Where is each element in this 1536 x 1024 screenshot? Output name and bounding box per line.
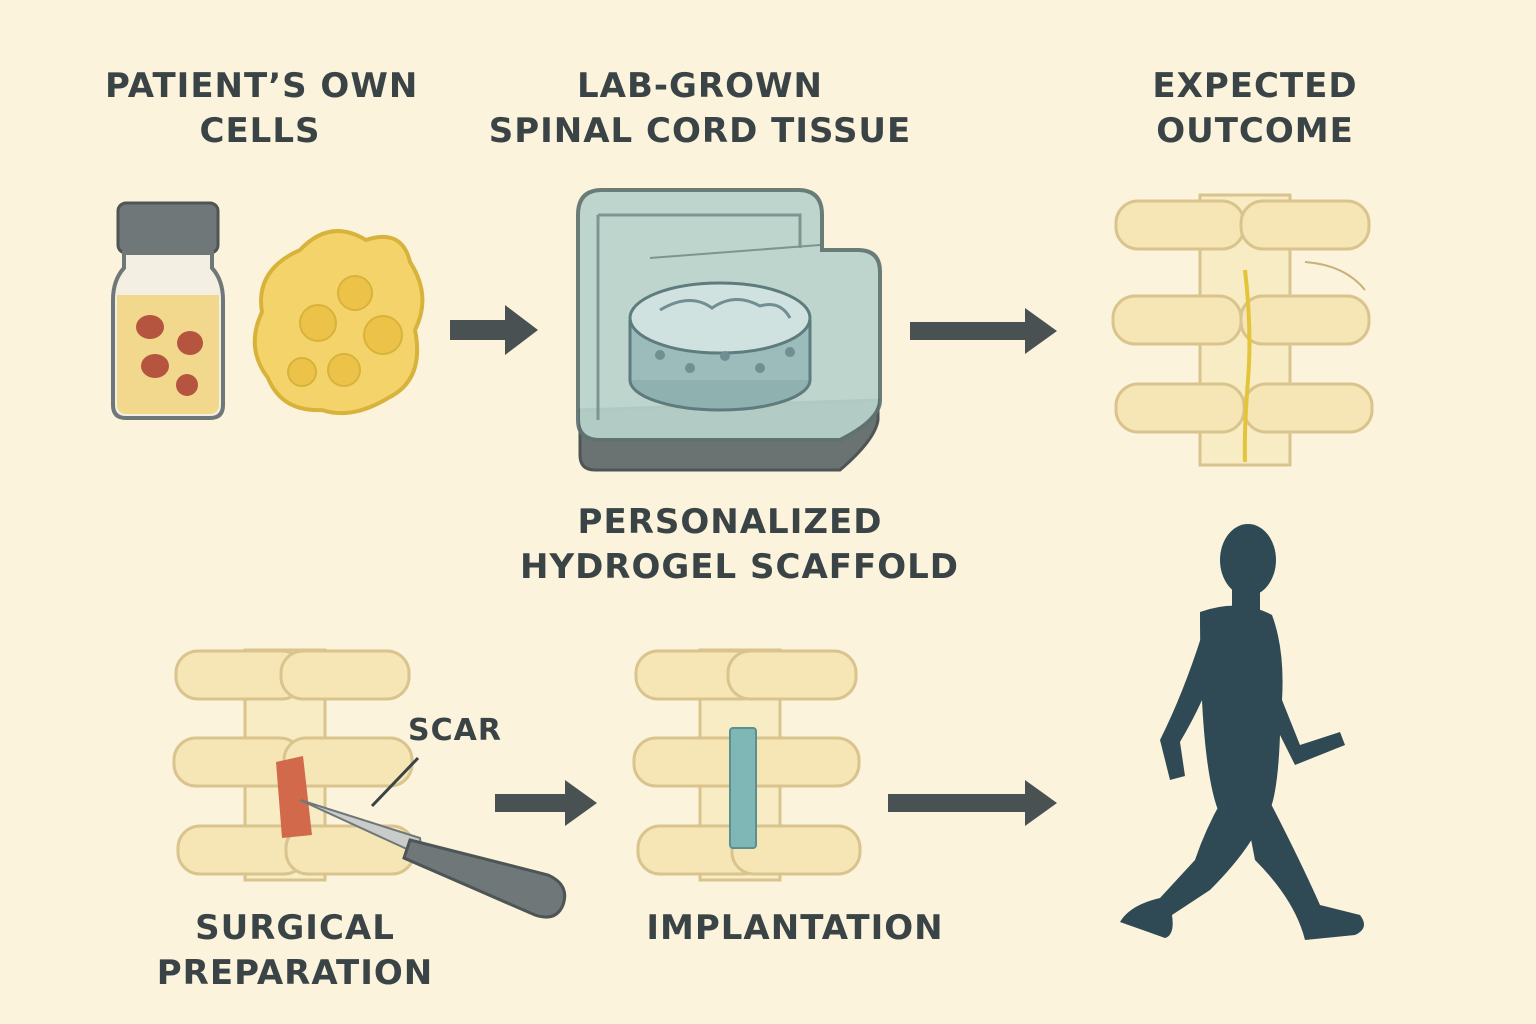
arrow-icon bbox=[495, 780, 597, 826]
arrow-icon bbox=[910, 308, 1057, 354]
implantation-text: IMPLANTATION bbox=[646, 908, 944, 948]
scar-label: SCAR bbox=[405, 708, 505, 753]
implant-mark bbox=[729, 727, 757, 849]
surgical-prep-line2: PREPARATION bbox=[156, 953, 434, 993]
vial-icon bbox=[111, 201, 225, 420]
spine-icon bbox=[1111, 193, 1374, 467]
spine-icon bbox=[632, 648, 862, 882]
scaffold-label: PERSONALIZED HYDROGEL SCAFFOLD bbox=[520, 500, 960, 590]
walking-person-icon bbox=[1120, 524, 1364, 940]
surgical-prep-line1: SURGICAL bbox=[195, 908, 395, 948]
expected-outcome-line2: OUTCOME bbox=[1156, 111, 1354, 151]
hydrogel-box-icon bbox=[576, 188, 882, 472]
arrow-icon bbox=[888, 780, 1057, 826]
scalpel-icon bbox=[299, 799, 567, 919]
spine-icon bbox=[172, 648, 420, 882]
scar-mark bbox=[276, 756, 312, 838]
surgical-prep-label: SURGICAL PREPARATION bbox=[150, 906, 440, 996]
implantation-label: IMPLANTATION bbox=[640, 906, 950, 951]
scaffold-line1: PERSONALIZED bbox=[577, 502, 883, 542]
patient-cells-line2: CELLS bbox=[199, 111, 321, 151]
expected-outcome-line1: EXPECTED bbox=[1152, 66, 1358, 106]
expected-outcome-label: EXPECTED OUTCOME bbox=[1115, 64, 1395, 154]
cell-cluster-icon bbox=[252, 229, 425, 416]
patient-cells-line1: PATIENT’S OWN bbox=[105, 66, 419, 106]
lab-grown-line2: SPINAL CORD TISSUE bbox=[488, 111, 912, 151]
lab-grown-label: LAB-GROWN SPINAL CORD TISSUE bbox=[480, 64, 920, 154]
scaffold-line2: HYDROGEL SCAFFOLD bbox=[520, 547, 960, 587]
scar-text: SCAR bbox=[408, 713, 502, 748]
patient-cells-label: PATIENT’S OWN CELLS bbox=[105, 64, 419, 154]
lab-grown-line1: LAB-GROWN bbox=[577, 66, 823, 106]
arrow-icon bbox=[450, 305, 538, 355]
